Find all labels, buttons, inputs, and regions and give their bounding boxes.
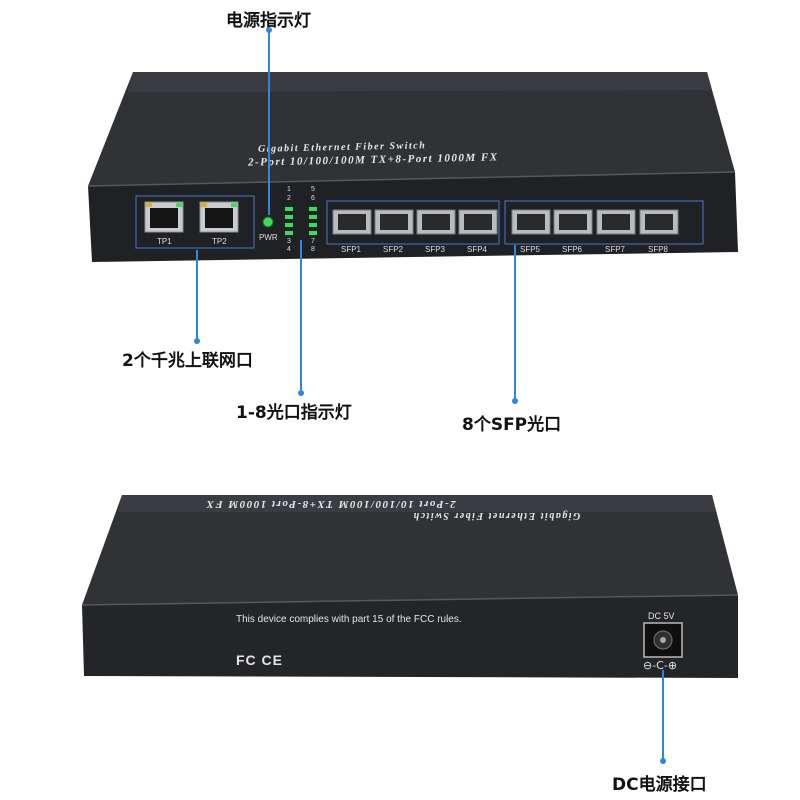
port-led-column-right xyxy=(309,207,317,235)
annotation-sfp-dot xyxy=(512,398,518,404)
power-led xyxy=(262,216,274,228)
sfp-label-6: SFP6 xyxy=(562,245,583,254)
annotation-sfp-ports: 8个SFP光口 xyxy=(462,415,562,435)
rj45-group-outline xyxy=(135,195,255,249)
led-num-6: 6 xyxy=(311,195,315,202)
annotation-power-led: 电源指示灯 xyxy=(226,11,311,31)
led-num-3: 3 xyxy=(287,238,291,245)
sfp-label-8: SFP8 xyxy=(648,245,669,254)
led-num-1: 1 xyxy=(287,186,291,193)
led-num-5: 5 xyxy=(311,186,315,193)
annotation-uplink-dot xyxy=(194,338,200,344)
led-num-8: 8 xyxy=(311,246,315,253)
port-led-column-left xyxy=(285,207,293,235)
rj45-label-tp1: TP1 xyxy=(157,237,172,246)
back-top-face xyxy=(82,495,738,605)
back-front-face xyxy=(82,595,738,678)
pwr-label: PWR xyxy=(259,233,278,242)
sfp-group-outline-1 xyxy=(326,200,500,245)
rj45-label-tp2: TP2 xyxy=(212,237,227,246)
sfp-label-3: SFP3 xyxy=(425,245,446,254)
front-top-face xyxy=(88,72,735,186)
fcc-compliance-text: This device complies with part 15 of the… xyxy=(236,614,462,625)
annotation-dc-power: DC电源接口 xyxy=(612,775,707,795)
annotation-dc-line xyxy=(662,670,664,760)
annotation-dc-dot xyxy=(660,758,666,764)
led-num-7: 7 xyxy=(311,238,315,245)
annotation-port-leds-dot xyxy=(298,390,304,396)
annotation-port-leds: 1-8光口指示灯 xyxy=(236,403,352,423)
back-title-line2: 2-Port 10/100/100M TX+8-Port 1000M FX xyxy=(205,498,456,510)
sfp-label-4: SFP4 xyxy=(467,245,488,254)
annotation-port-leds-line xyxy=(300,240,302,390)
rj45-port-2 xyxy=(199,201,239,233)
sfp-label-7: SFP7 xyxy=(605,245,626,254)
back-title-line1: Gigabit Ethernet Fiber Switch xyxy=(412,510,581,521)
annotation-uplink-ports: 2个千兆上联网口 xyxy=(122,351,253,371)
sfp-label-5: SFP5 xyxy=(520,245,541,254)
led-num-4: 4 xyxy=(287,246,291,253)
annotation-uplink-line xyxy=(196,250,198,340)
fcc-ce-marks: FC CE xyxy=(236,652,283,668)
sfp-label-2: SFP2 xyxy=(383,245,404,254)
led-num-2: 2 xyxy=(287,195,291,202)
rj45-port-1 xyxy=(144,201,184,233)
annotation-power-led-line xyxy=(268,30,270,215)
dc-5v-label: DC 5V xyxy=(648,611,675,621)
sfp-label-1: SFP1 xyxy=(341,245,362,254)
polarity-symbol: ⊖-C-⊕ xyxy=(643,659,678,672)
sfp-group-outline-2 xyxy=(504,200,704,245)
annotation-sfp-line xyxy=(514,245,516,400)
